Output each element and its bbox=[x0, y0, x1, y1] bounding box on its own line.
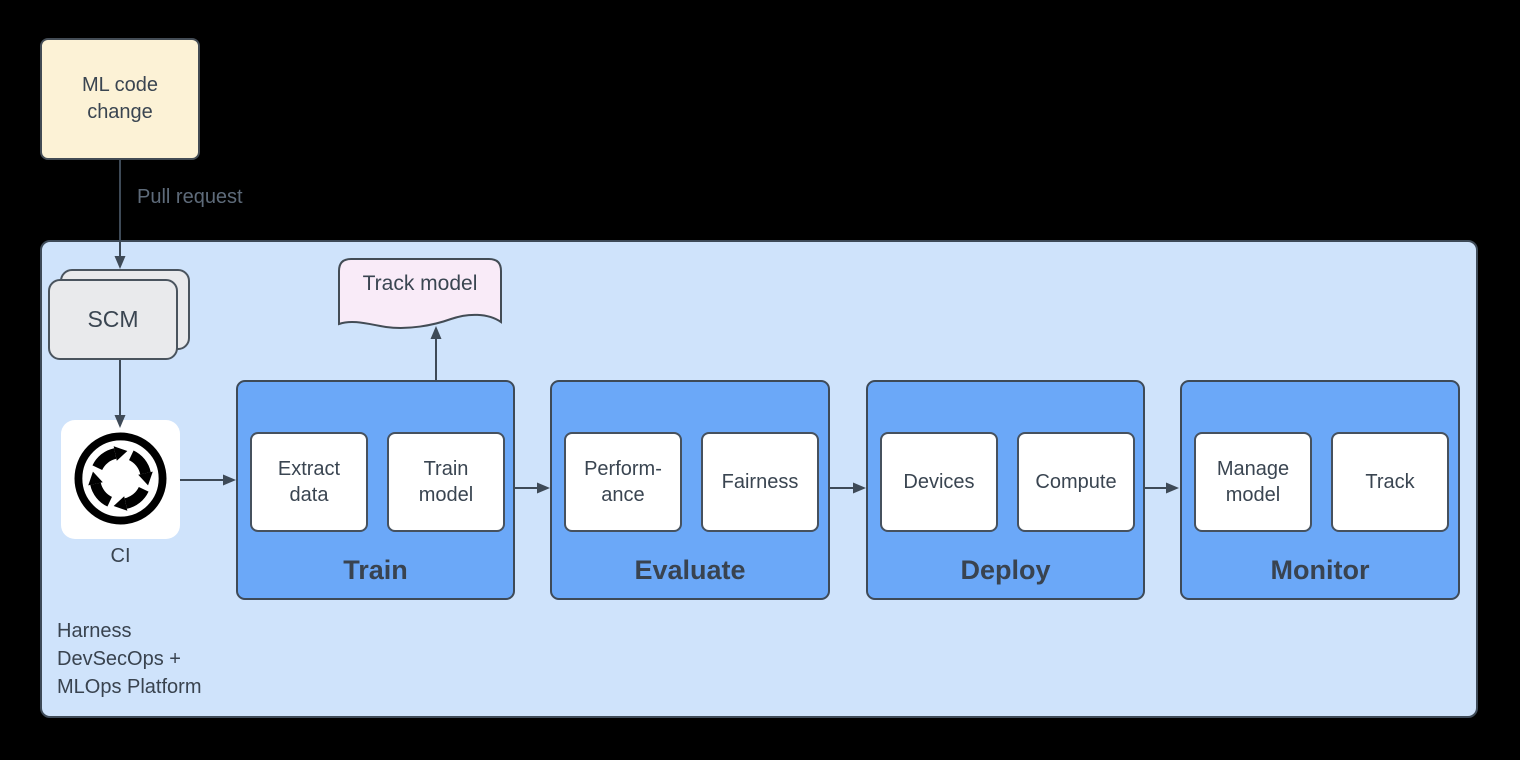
stage-train-label: Train bbox=[343, 555, 408, 585]
stage-deploy: Devices Compute Deploy bbox=[866, 380, 1145, 600]
step-fairness: Fairness bbox=[701, 432, 819, 532]
stage-evaluate: Perform- ance Fairness Evaluate bbox=[550, 380, 830, 600]
step-train-model: Train model bbox=[387, 432, 505, 532]
ci-sync-icon bbox=[74, 432, 167, 525]
scm-node: SCM bbox=[48, 279, 178, 360]
step-extract-data: Extract data bbox=[250, 432, 368, 532]
stage-evaluate-label: Evaluate bbox=[634, 555, 746, 585]
step-devices: Devices bbox=[880, 432, 998, 532]
stage-deploy-label: Deploy bbox=[960, 555, 1051, 585]
stage-monitor-label: Monitor bbox=[1270, 555, 1370, 585]
pull-request-label: Pull request bbox=[137, 186, 243, 208]
document-shape bbox=[338, 258, 502, 329]
step-track: Track bbox=[1331, 432, 1449, 532]
track-model-label: Track model bbox=[362, 272, 478, 295]
stage-train: Extract data Train model Train bbox=[236, 380, 515, 600]
track-model-node: Track model bbox=[338, 258, 502, 334]
step-performance: Perform- ance bbox=[564, 432, 682, 532]
ci-node bbox=[61, 420, 180, 539]
step-manage-model: Manage model bbox=[1194, 432, 1312, 532]
ci-label: CI bbox=[110, 545, 131, 567]
step-compute: Compute bbox=[1017, 432, 1135, 532]
ml-code-change-node: ML code change bbox=[40, 38, 200, 160]
stage-monitor: Manage model Track Monitor bbox=[1180, 380, 1460, 600]
platform-label: Harness DevSecOps + MLOps Platform bbox=[57, 620, 202, 698]
